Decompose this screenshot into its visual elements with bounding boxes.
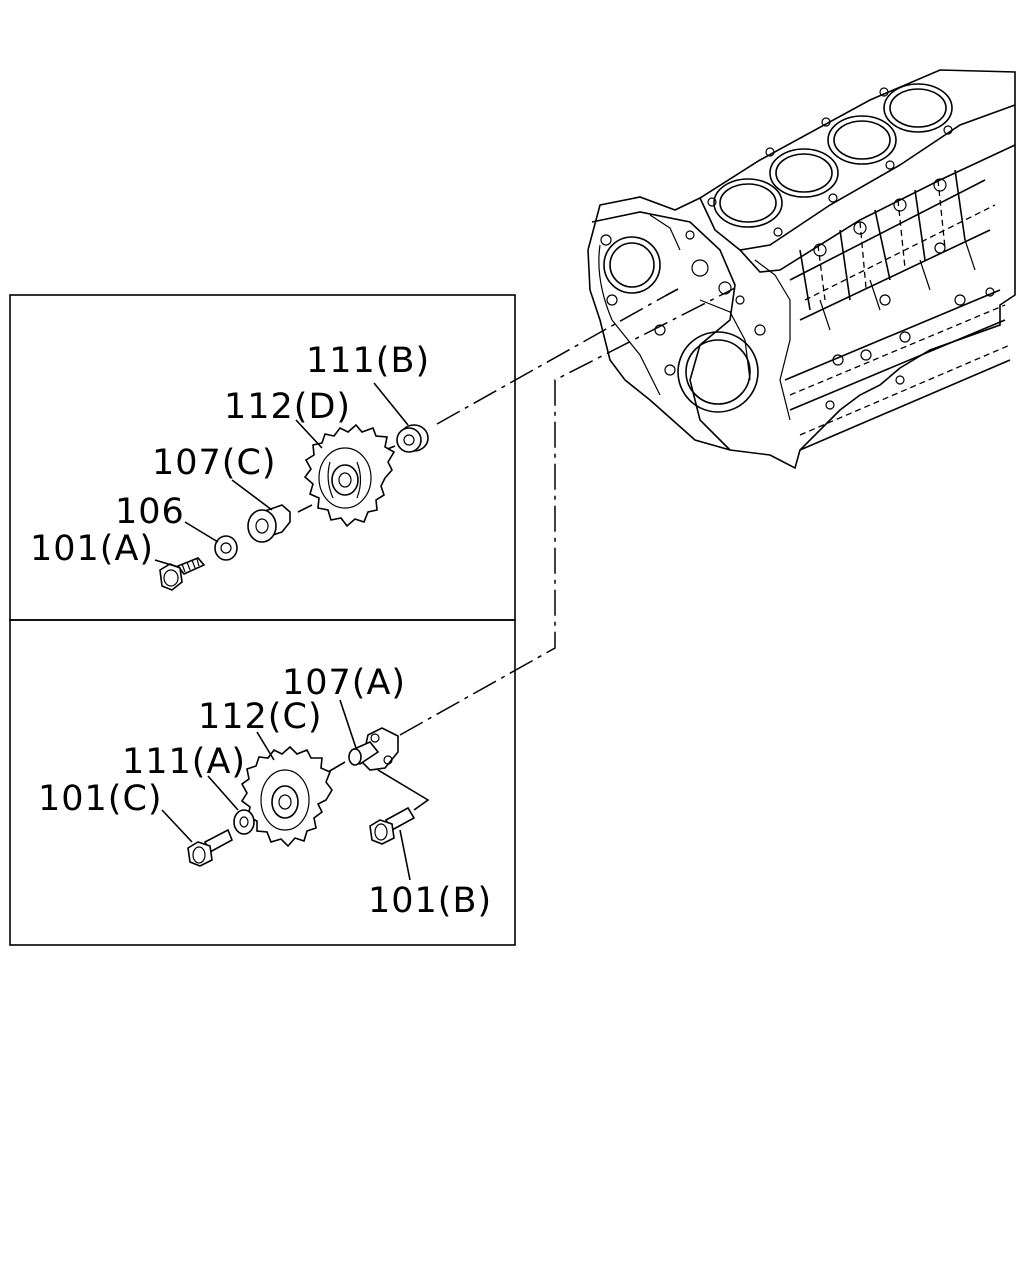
connector-lower (399, 287, 736, 736)
label-107c: 107(C) (152, 443, 277, 483)
label-111b: 111(B) (306, 341, 430, 381)
label-112c: 112(C) (198, 697, 323, 737)
connector-upper (436, 295, 666, 425)
connector-upper-solid (664, 288, 679, 297)
engine-block-illustration (587, 69, 1016, 470)
label-107a: 107(A) (282, 663, 406, 703)
part-107a-flange-shaft (348, 727, 399, 771)
part-112d-gear (303, 423, 396, 528)
lower-panel (9, 619, 516, 946)
label-101c: 101(C) (38, 779, 163, 819)
part-107c-bushing (247, 504, 291, 543)
part-111b-washer (396, 424, 429, 453)
label-101a: 101(A) (30, 529, 154, 569)
label-111a: 111(A) (122, 742, 246, 782)
part-111a-washer (233, 809, 255, 835)
part-101b-bolt (369, 806, 416, 845)
label-112d: 112(D) (224, 387, 351, 427)
part-106-washer (214, 535, 238, 561)
part-112c-gear (240, 745, 333, 848)
part-101c-bolt (187, 828, 234, 867)
label-101b: 101(B) (368, 881, 492, 921)
label-106: 106 (115, 492, 185, 532)
